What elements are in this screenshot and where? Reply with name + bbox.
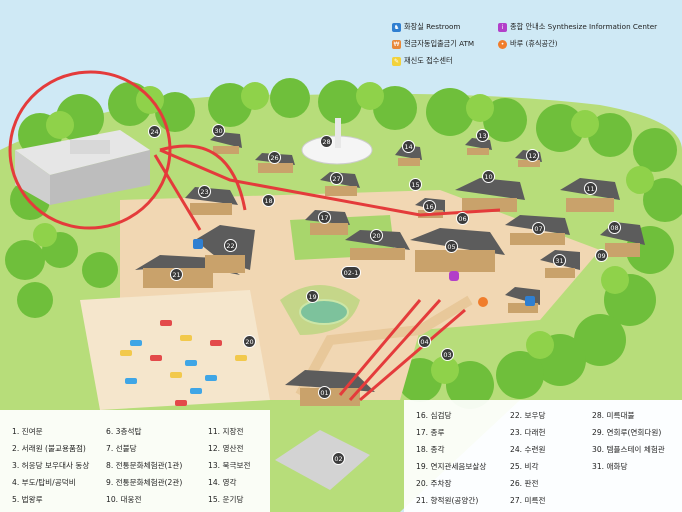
- list-item: 28. 미륵대불: [592, 411, 635, 420]
- marker-05[interactable]: 05: [445, 240, 458, 253]
- marker-22[interactable]: 22: [224, 239, 237, 252]
- marker-15[interactable]: 15: [409, 178, 422, 191]
- list-item: 18. 종각: [416, 445, 445, 454]
- marker-30[interactable]: 30: [212, 124, 225, 137]
- list-item: 4. 부도/탑비/공덕비: [12, 478, 76, 487]
- list-item: 19. 연지관세음보살상: [416, 462, 487, 471]
- legend-reception-label: 재신도 접수센터: [404, 56, 453, 65]
- list-item: 15. 운기당: [208, 495, 244, 504]
- reception-icon: ✎: [392, 56, 401, 66]
- marker-17[interactable]: 17: [318, 211, 331, 224]
- list-item: 21. 향적원(공양간): [416, 496, 479, 505]
- marker-21[interactable]: 21: [170, 268, 183, 281]
- info-icon: i: [498, 22, 507, 32]
- marker-18[interactable]: 18: [262, 194, 275, 207]
- list-item: 14. 영각: [208, 478, 237, 487]
- list-item: 22. 보우당: [510, 411, 546, 420]
- restroom-icon: ♞: [392, 22, 401, 32]
- marker-06[interactable]: 06: [456, 212, 469, 225]
- list-item: 16. 심검당: [416, 411, 452, 420]
- legend-atm-label: 현금자동입출금기 ATM: [404, 39, 475, 48]
- list-item: 2. 서래원 (불교용품점): [12, 444, 86, 453]
- marker-02-1[interactable]: 02-1: [341, 266, 361, 279]
- legend-info: i 종합 안내소 Synthesize Information Center: [498, 22, 657, 32]
- marker-23[interactable]: 23: [198, 185, 211, 198]
- list-item: 24. 수련원: [510, 445, 546, 454]
- marker-19[interactable]: 19: [306, 290, 319, 303]
- legend-list-left: 1. 진여문 6. 3층석탑 11. 지장전 2. 서래원 (불교용품점) 7.…: [0, 410, 270, 512]
- marker-20[interactable]: 20: [370, 229, 383, 242]
- list-item: 3. 허응당 보우대사 동상: [12, 461, 90, 470]
- marker-26[interactable]: 26: [268, 151, 281, 164]
- list-item: 26. 판전: [510, 479, 539, 488]
- building-24: [15, 130, 150, 205]
- marker-08[interactable]: 08: [608, 221, 621, 234]
- list-item: 23. 다래헌: [510, 428, 546, 437]
- marker-07[interactable]: 07: [532, 222, 545, 235]
- marker-03[interactable]: 03: [441, 348, 454, 361]
- marker-31[interactable]: 31: [553, 254, 566, 267]
- atm-icon: ₩: [392, 39, 401, 49]
- marker-28[interactable]: 28: [320, 135, 333, 148]
- marker-02[interactable]: 02: [332, 452, 345, 465]
- marker-20b[interactable]: 20: [243, 335, 256, 348]
- marker-16[interactable]: 16: [423, 200, 436, 213]
- legend-info-label: 종합 안내소 Synthesize Information Center: [510, 22, 658, 31]
- marker-14[interactable]: 14: [402, 140, 415, 153]
- marker-27[interactable]: 27: [330, 172, 343, 185]
- legend-list-right: 16. 심검당 22. 보우당 28. 미륵대불 17. 종루 23. 다래헌 …: [404, 400, 682, 512]
- list-item: 11. 지장전: [208, 427, 244, 436]
- legend-rest: • 바루 (휴식공간): [498, 39, 558, 49]
- legend-rest-label: 바루 (휴식공간): [510, 39, 558, 48]
- list-item: 8. 전통문화체험관(1관): [106, 461, 183, 470]
- list-item: 5. 법왕루: [12, 495, 43, 504]
- list-item: 17. 종루: [416, 428, 445, 437]
- list-item: 20. 주차장: [416, 479, 452, 488]
- list-item: 9. 전통문화체험관(2관): [106, 478, 183, 487]
- list-item: 10. 대웅전: [106, 495, 142, 504]
- list-item: 30. 템플스테이 체험관: [592, 445, 665, 454]
- marker-11[interactable]: 11: [584, 182, 597, 195]
- marker-09[interactable]: 09: [595, 249, 608, 262]
- rest-area-icon: •: [498, 39, 507, 49]
- list-item: 25. 비각: [510, 462, 539, 471]
- marker-12[interactable]: 12: [526, 149, 539, 162]
- marker-01[interactable]: 01: [318, 386, 331, 399]
- facility-legend: ♞ 화장실 Restroom i 종합 안내소 Synthesize Infor…: [392, 22, 676, 77]
- list-item: 6. 3층석탑: [106, 427, 142, 436]
- legend-restroom-label: 화장실 Restroom: [404, 22, 461, 31]
- list-item: 29. 연회루(연회다원): [592, 428, 662, 437]
- marker-24[interactable]: 24: [148, 125, 161, 138]
- legend-atm: ₩ 현금자동입출금기 ATM: [392, 39, 474, 49]
- list-item: 13. 북극보전: [208, 461, 251, 470]
- list-item: 7. 선불당: [106, 444, 137, 453]
- marker-13[interactable]: 13: [476, 129, 489, 142]
- legend-reception: ✎ 재신도 접수센터: [392, 56, 453, 66]
- marker-04[interactable]: 04: [418, 335, 431, 348]
- list-item: 31. 애화당: [592, 462, 628, 471]
- list-item: 27. 미륵전: [510, 496, 546, 505]
- list-item: 1. 진여문: [12, 427, 43, 436]
- legend-restroom: ♞ 화장실 Restroom: [392, 22, 460, 32]
- marker-10[interactable]: 10: [482, 170, 495, 183]
- list-item: 12. 영산전: [208, 444, 244, 453]
